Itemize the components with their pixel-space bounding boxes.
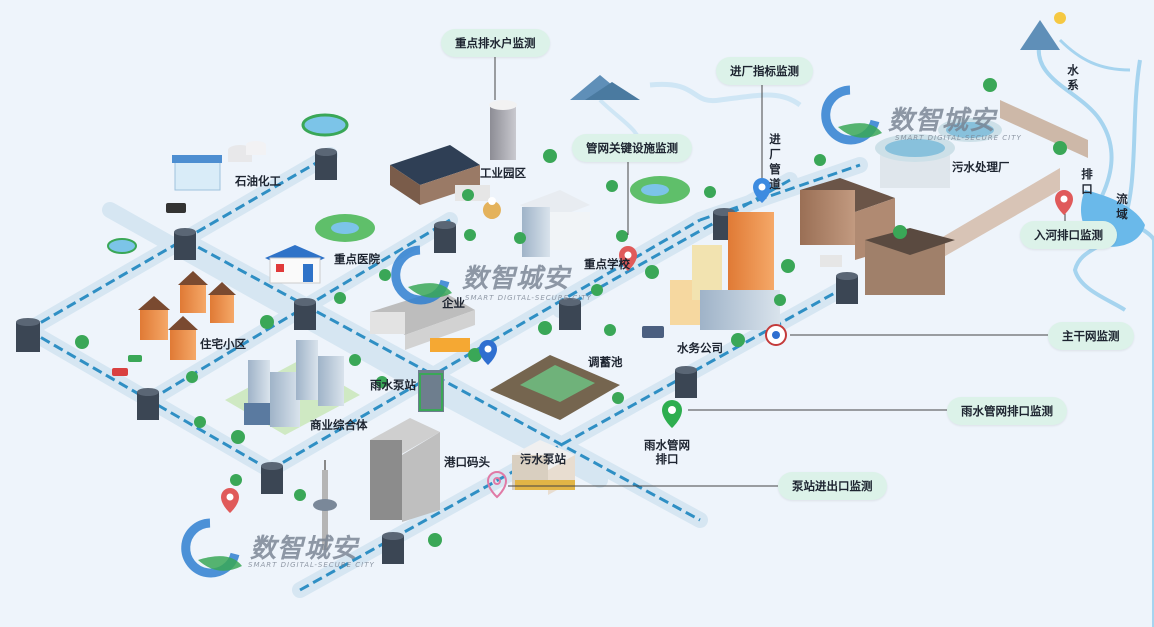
ponds [107, 113, 690, 254]
label-rain-outlet: 雨水管网排口 [644, 438, 690, 466]
callout-leaders [494, 56, 1066, 487]
label-hospital: 重点医院 [334, 252, 380, 266]
mountain-icons [570, 12, 1066, 100]
label-key-school: 重点学校 [584, 257, 630, 271]
label-residential: 住宅小区 [200, 337, 246, 351]
callout-rain-outlet-monitor[interactable]: 雨水管网排口监测 [947, 397, 1067, 425]
label-inlet-pipe: 进厂管道 [769, 132, 781, 191]
watermark-title-3: 数智城安 [250, 534, 359, 564]
label-outfall: 排口 [1081, 167, 1093, 196]
label-commercial: 商业综合体 [310, 418, 368, 432]
watermark-subtitle-3: SMART DIGITAL-SECURE CITY [248, 561, 375, 569]
label-industrial-park: 工业园区 [480, 166, 526, 180]
buildings [112, 100, 1002, 522]
callout-pipe-facility[interactable]: 管网关键设施监测 [572, 134, 692, 162]
watermark-logo-3 [181, 518, 242, 578]
watermark-logo-1 [821, 85, 882, 145]
map-pins [221, 178, 1073, 513]
tv-tower [313, 460, 337, 550]
trees [75, 78, 1067, 547]
label-petrochem: 石油化工 [235, 174, 281, 188]
callout-key-discharger[interactable]: 重点排水户监测 [441, 29, 550, 57]
label-basin: 流域 [1116, 192, 1128, 221]
callout-trunk-network[interactable]: 主干网监测 [1048, 322, 1134, 350]
watermark-title-2: 数智城安 [462, 264, 571, 294]
label-sewage-pump: 污水泵站 [520, 452, 566, 466]
label-rain-pump: 雨水泵站 [370, 378, 416, 392]
watermark-subtitle-2: SMART DIGITAL-SECURE CITY [465, 294, 592, 302]
watermark-subtitle-1: SMART DIGITAL-SECURE CITY [895, 134, 1022, 142]
label-sewage-plant: 污水处理厂 [952, 160, 1010, 174]
stream [649, 81, 802, 108]
label-water-system: 水系 [1067, 63, 1079, 92]
label-water-company: 水务公司 [677, 341, 723, 355]
watermark-logo-2 [391, 245, 452, 305]
callout-pump-io[interactable]: 泵站进出口监测 [778, 472, 887, 500]
callout-inlet-index[interactable]: 进厂指标监测 [716, 57, 813, 85]
label-enterprise: 企业 [442, 296, 465, 310]
callout-river-outfall[interactable]: 入河排口监测 [1020, 221, 1117, 249]
watermark-title-1: 数智城安 [888, 106, 997, 136]
label-port: 港口码头 [444, 455, 490, 469]
monitoring-wells [16, 148, 858, 564]
label-storage-tank: 调蓄池 [588, 355, 623, 369]
river-branch [1058, 38, 1131, 72]
